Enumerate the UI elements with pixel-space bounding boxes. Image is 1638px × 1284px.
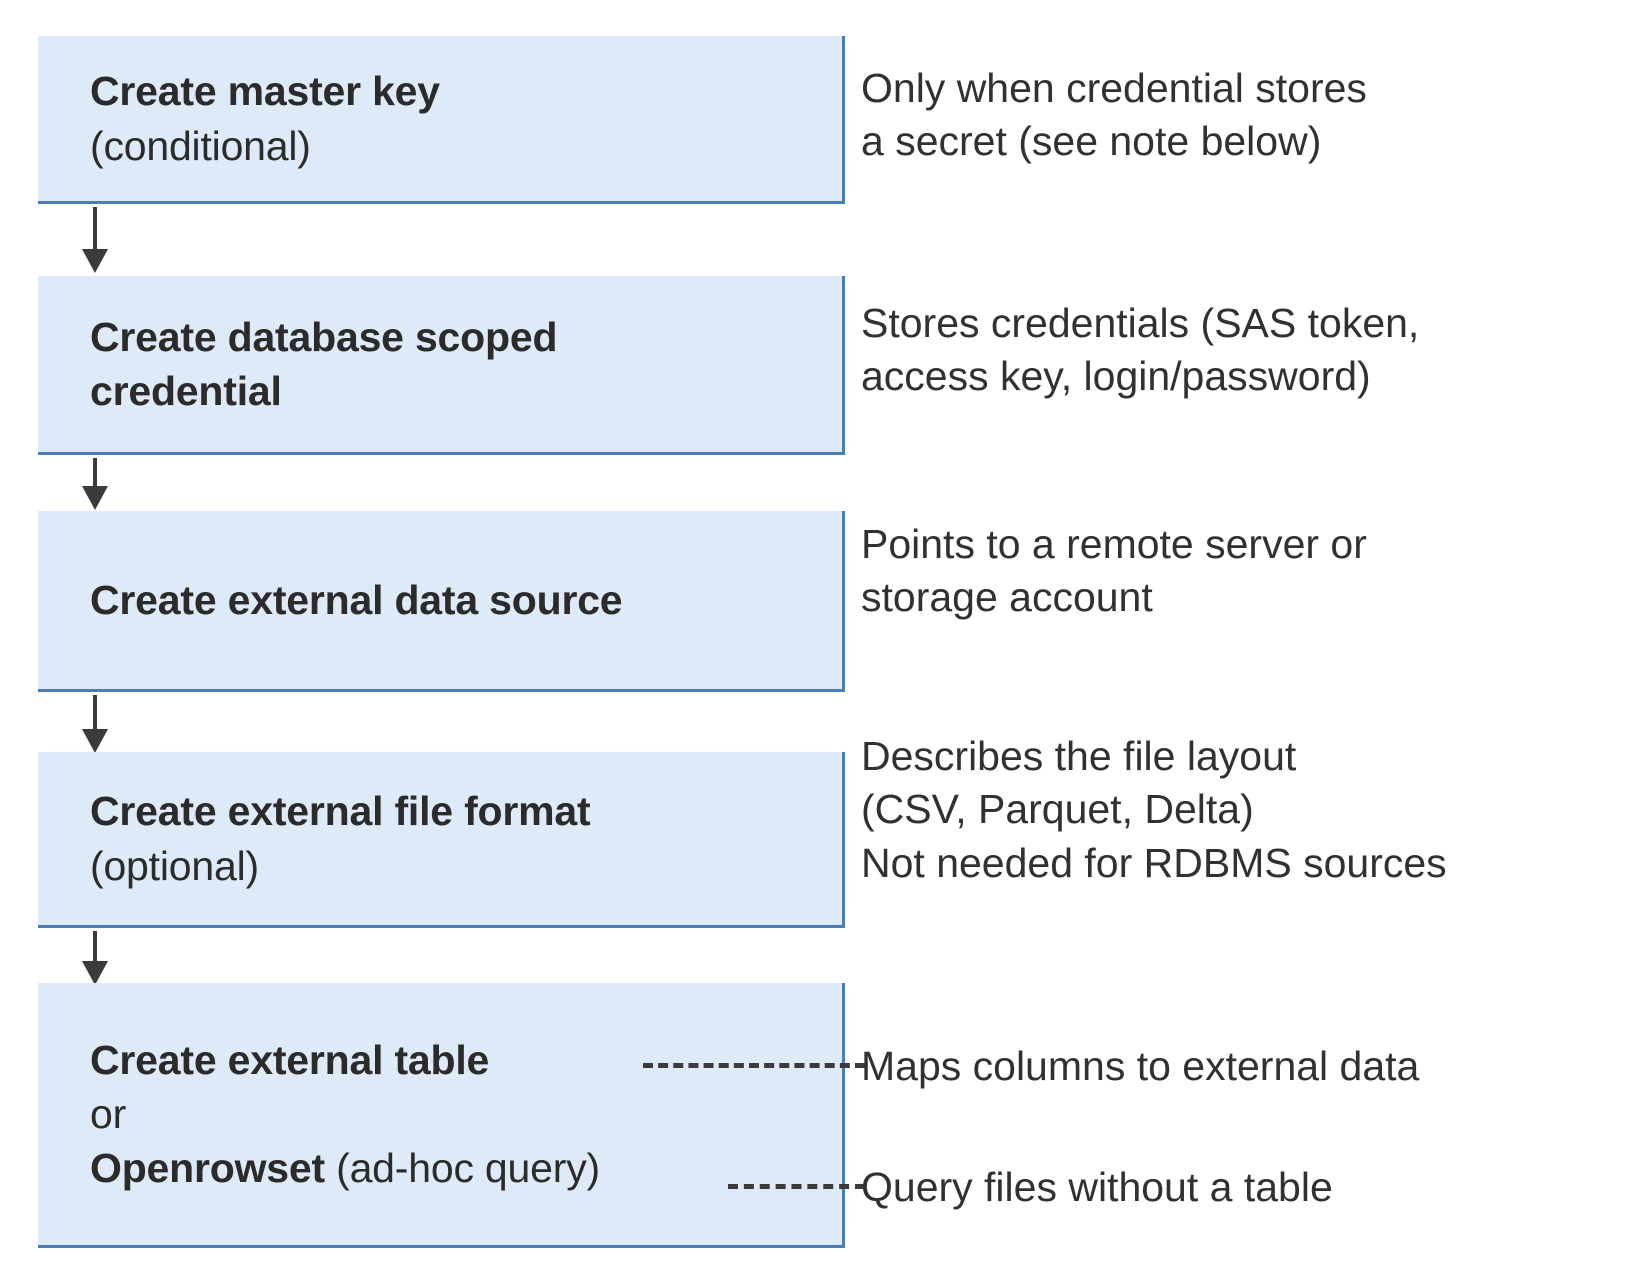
arrow-down-icon-4 xyxy=(82,931,108,985)
side-note-create-master-key: Only when credential stores a secret (se… xyxy=(845,62,1367,169)
flow-box-create-external-file-format: Create external file format (optional) xyxy=(38,752,845,928)
side-note-create-external-table: Maps columns to external data xyxy=(845,1040,1419,1093)
step-title: Create external data source xyxy=(90,576,623,623)
note-line: Maps columns to external data xyxy=(861,1043,1420,1089)
arrow-down-icon-3 xyxy=(82,695,108,753)
step-title: Create master key xyxy=(90,68,440,115)
step-connector-or: or xyxy=(90,1090,127,1137)
side-note-openrowset: Query files without a table xyxy=(845,1161,1333,1214)
flow-box-create-external-table-or-openrowset: Create external table or Openrowset (ad-… xyxy=(38,983,845,1248)
step-subtitle: (optional) xyxy=(90,842,259,889)
step-title: Create external file format xyxy=(90,788,591,835)
arrow-down-icon-2 xyxy=(82,458,108,510)
dashed-connector-external-table xyxy=(643,1063,865,1068)
flow-box-create-master-key: Create master key (conditional) xyxy=(38,36,845,204)
note-line: Describes the file layout xyxy=(861,733,1297,779)
side-note-create-database-scoped-credential: Stores credentials (SAS token, access ke… xyxy=(845,297,1419,404)
side-note-create-external-file-format: Describes the file layout (CSV, Parquet,… xyxy=(845,730,1447,890)
arrow-down-icon-1 xyxy=(82,207,108,273)
note-line: access key, login/password) xyxy=(861,353,1371,400)
note-line: a secret (see note below) xyxy=(861,118,1322,165)
step-alt-suffix: (ad-hoc query) xyxy=(324,1145,600,1192)
note-line: Stores credentials (SAS token, xyxy=(861,300,1420,346)
step-alt-title-row: Openrowset (ad-hoc query) xyxy=(38,1141,842,1195)
flow-box-create-external-data-source: Create external data source xyxy=(38,511,845,692)
note-line: Only when credential stores xyxy=(861,65,1367,111)
note-line: storage account xyxy=(861,574,1153,621)
note-line: (CSV, Parquet, Delta) xyxy=(861,786,1254,833)
step-alt-title: Openrowset xyxy=(90,1145,325,1192)
note-line: Query files without a table xyxy=(861,1164,1333,1210)
step-title: Create database scoped xyxy=(90,313,558,360)
dashed-connector-openrowset xyxy=(728,1184,865,1189)
side-note-create-external-data-source: Points to a remote server or storage acc… xyxy=(845,518,1367,625)
note-line: Points to a remote server or xyxy=(861,521,1367,567)
step-title-cont: credential xyxy=(90,368,282,414)
note-line: Not needed for RDBMS sources xyxy=(861,839,1447,886)
step-title: Create external table xyxy=(90,1036,490,1083)
flow-box-create-database-scoped-credential: Create database scoped credential xyxy=(38,276,845,455)
step-subtitle: (conditional) xyxy=(90,122,311,169)
